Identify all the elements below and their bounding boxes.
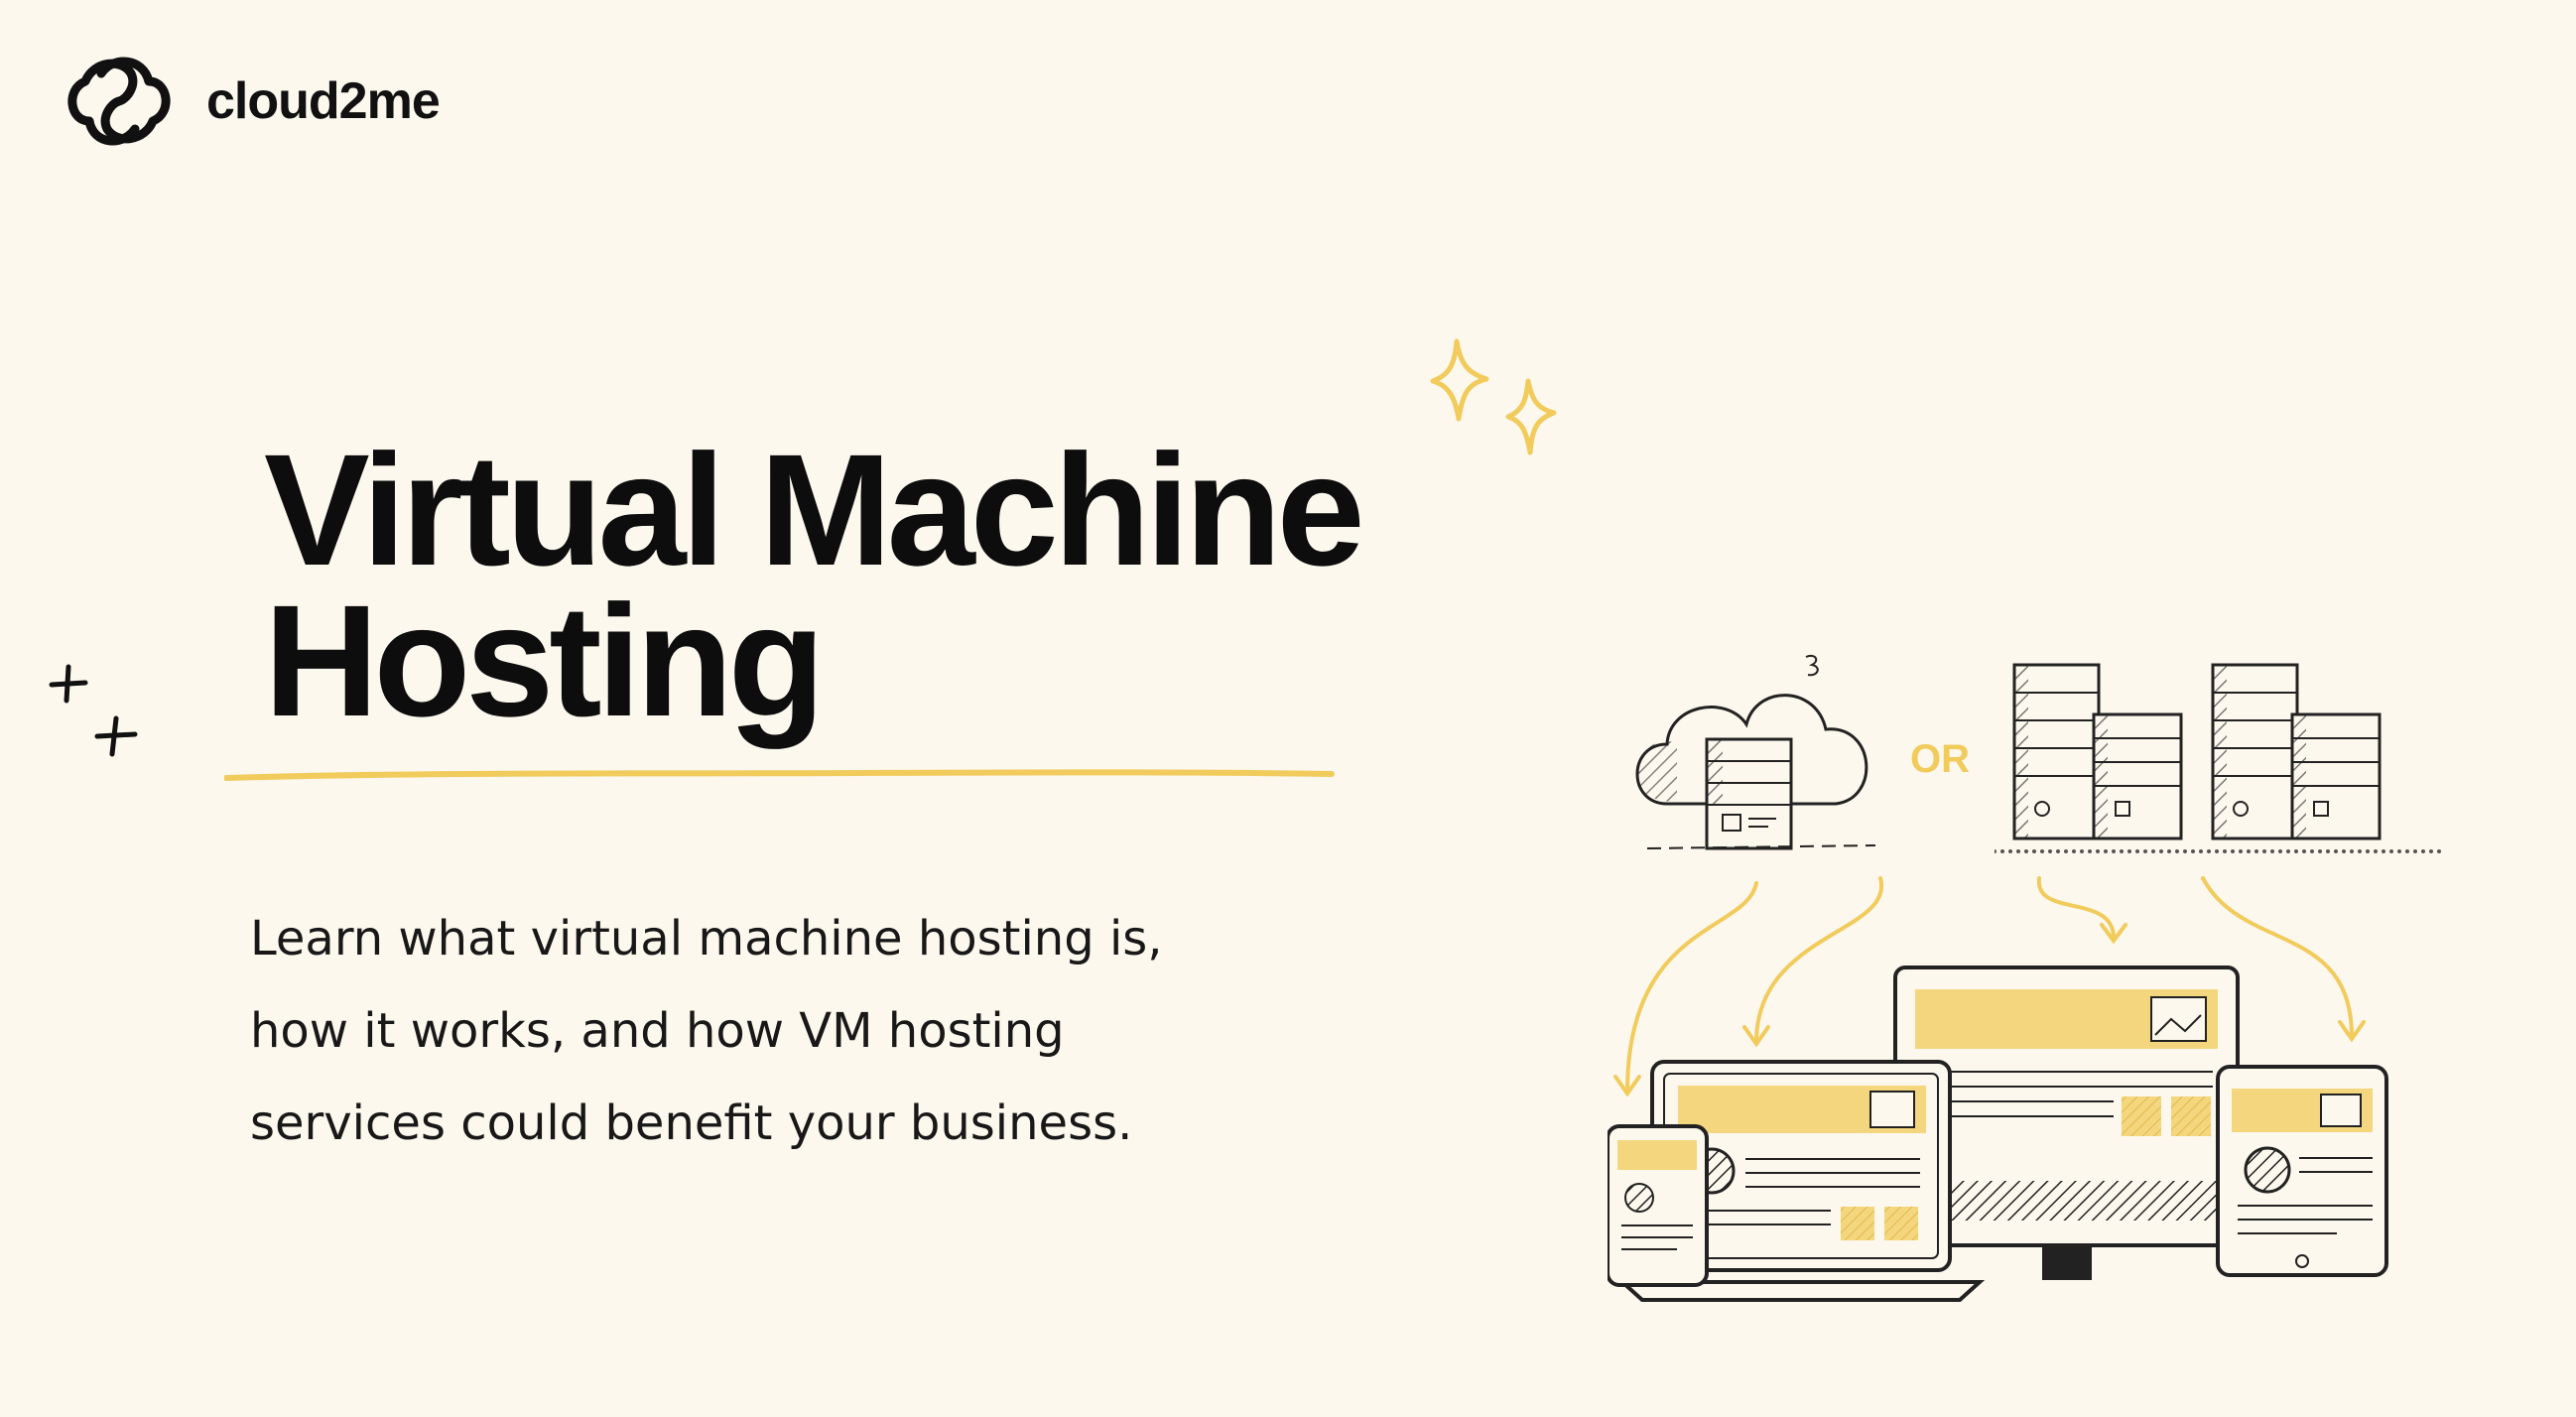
phone-icon xyxy=(1608,1124,1709,1287)
hero-description: Learn what virtual machine hosting is, h… xyxy=(250,893,1342,1170)
cloud-server-icon xyxy=(1635,655,1876,850)
server-rack-icon xyxy=(1995,663,2441,855)
title-line-1: Virtual Machine xyxy=(264,421,1365,598)
brand-logo[interactable]: cloud2me xyxy=(62,52,441,151)
title-underline xyxy=(224,769,1335,781)
sparkle-plus-icon xyxy=(49,664,138,757)
or-label: OR xyxy=(1910,737,1970,781)
description-line-2: how it works, and how VM hosting xyxy=(250,1003,1065,1059)
brand-name: cloud2me xyxy=(206,72,441,130)
page-title: Virtual Machine Hosting xyxy=(264,421,1455,749)
description-line-1: Learn what virtual machine hosting is, xyxy=(250,911,1163,966)
tablet-icon xyxy=(2216,1065,2388,1277)
description-line-3: services could benefit your business. xyxy=(250,1095,1133,1151)
cloud-loop-icon xyxy=(67,57,171,146)
title-line-2: Hosting xyxy=(264,572,825,749)
hosting-illustration: OR xyxy=(1608,655,2441,1302)
monitor-icon xyxy=(1893,966,2240,1280)
laptop-icon xyxy=(1616,1060,1986,1302)
sparkle-star-icon xyxy=(1430,338,1557,455)
